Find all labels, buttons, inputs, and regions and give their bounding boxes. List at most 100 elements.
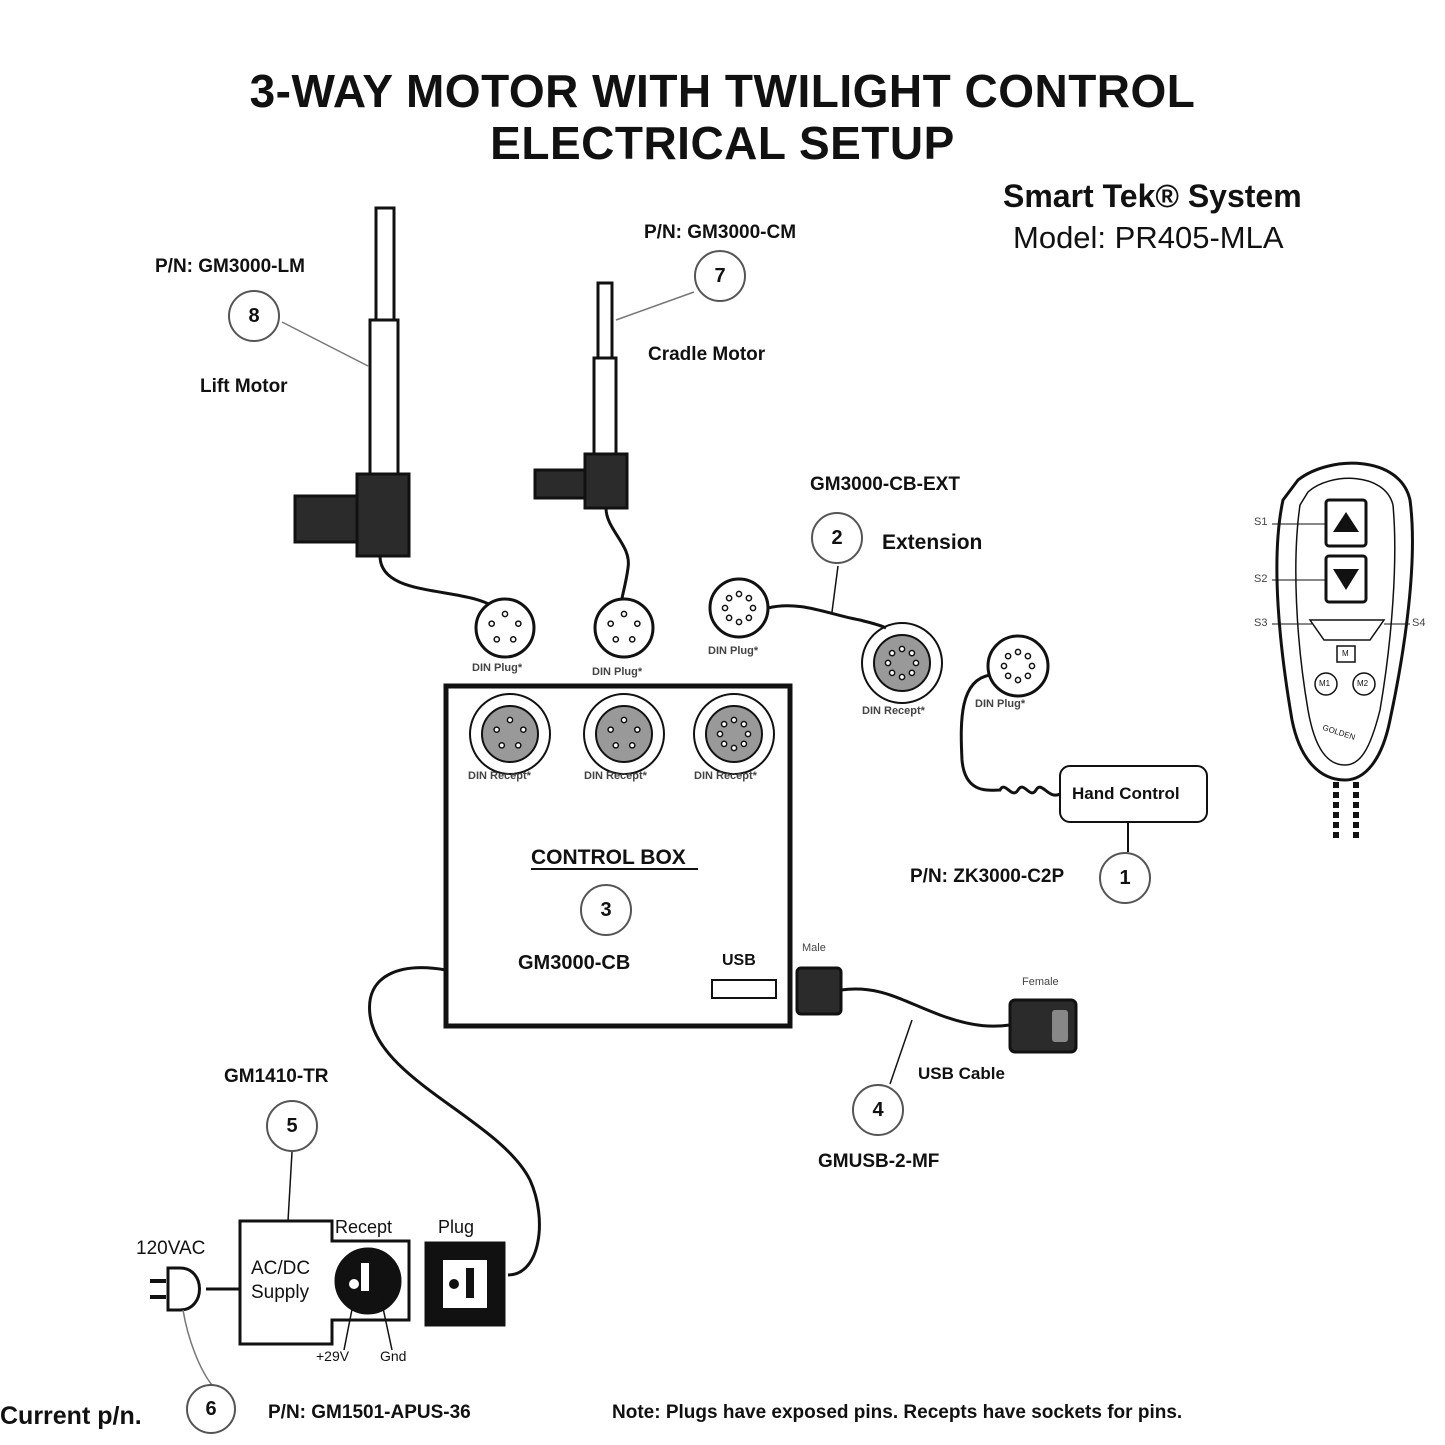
ground-label: Gnd (380, 1348, 407, 1364)
usb-male-label: Male (802, 942, 826, 954)
connector-pin (721, 604, 729, 612)
remote-m-button: M (1342, 649, 1349, 658)
connector-pin (612, 741, 620, 749)
remote-drawing (1272, 461, 1414, 840)
connector-pin (884, 659, 892, 667)
hand-control-pn: P/N: ZK3000-C2P (910, 866, 1065, 887)
callout-3: 3 (580, 884, 632, 936)
connector-pin (1000, 662, 1008, 670)
din-recept-label-3: DIN Recept* (694, 770, 757, 782)
hand-control-label: Hand Control (1072, 784, 1180, 803)
voltage-label: +29V (316, 1348, 350, 1364)
extension-label: Extension (882, 531, 983, 554)
connector-pin (506, 716, 514, 724)
remote-m2-button: M2 (1357, 679, 1369, 688)
din-recept-label-ext: DIN Recept* (862, 705, 925, 717)
connector-pin (908, 669, 916, 677)
control-box-pn: GM3000-CB (518, 952, 631, 974)
connector-pin (1004, 652, 1012, 660)
connector-pin (509, 635, 517, 643)
remote-m1-button: M1 (1319, 679, 1331, 688)
cradle-motor-pn: P/N: GM3000-CM (644, 222, 797, 243)
remote-s1-label: S1 (1254, 516, 1268, 528)
connector-pin (1014, 648, 1022, 656)
connector-pin (720, 720, 728, 728)
din-plug-label-3: DIN Plug* (708, 645, 759, 657)
lift-motor-pn: P/N: GM3000-LM (155, 256, 305, 277)
connector-pin (716, 730, 724, 738)
connector-pin (740, 720, 748, 728)
connector-pin (730, 716, 738, 724)
model-label: Model: PR405-MLA (1013, 220, 1284, 255)
remote-s4-label: S4 (1412, 617, 1426, 629)
connector-pin (501, 610, 509, 618)
diagram-subtitle: ELECTRICAL SETUP (490, 117, 955, 169)
connector-pin (1014, 676, 1022, 684)
callout-6: 6 (186, 1384, 236, 1434)
connector-pin (740, 740, 748, 748)
usb-female-label: Female (1022, 976, 1059, 988)
connector-pin (745, 614, 753, 622)
connector-pin (898, 645, 906, 653)
connector-pin (607, 620, 615, 628)
connector-pin (620, 610, 628, 618)
remote-s2-label: S2 (1254, 573, 1268, 585)
brand-label: Smart Tek® System (1003, 178, 1302, 214)
diagram-title: 3-WAY MOTOR WITH TWILIGHT CONTROL (249, 65, 1196, 117)
din-plug-label-4: DIN Plug* (975, 698, 1026, 710)
usb-cable-label: USB Cable (918, 1064, 1005, 1083)
din-plug-label-1: DIN Plug* (472, 662, 523, 674)
callout-8: 8 (228, 290, 280, 342)
recept-label: Recept (335, 1217, 393, 1237)
connector-pin (633, 726, 641, 734)
connector-pin (720, 740, 728, 748)
cradle-motor-label: Cradle Motor (648, 344, 766, 365)
connector-pin (1004, 672, 1012, 680)
ac-voltage-label: 120VAC (136, 1238, 206, 1259)
connector-pin (493, 635, 501, 643)
callout-5: 5 (266, 1100, 318, 1152)
supply-label-line2: Supply (251, 1282, 310, 1303)
remote-s3-label: S3 (1254, 617, 1268, 629)
usb-port-label: USB (722, 952, 756, 969)
connector-pin (908, 649, 916, 657)
callout-2: 2 (811, 512, 863, 564)
extension-pn: GM3000-CB-EXT (810, 474, 960, 495)
callout-4: 4 (852, 1084, 904, 1136)
connector-pin (735, 590, 743, 598)
lift-motor (281, 206, 499, 612)
footer-note: Note: Plugs have exposed pins. Recepts h… (612, 1402, 1183, 1423)
supply-label-line1: AC/DC (251, 1258, 311, 1279)
connector-pin (620, 716, 628, 724)
connector-pin (735, 618, 743, 626)
connector-pin (888, 649, 896, 657)
callout-7: 7 (694, 250, 746, 302)
connector-pin (725, 614, 733, 622)
usb-cable-pn: GMUSB-2-MF (818, 1151, 940, 1172)
connector-pin (633, 620, 641, 628)
connector-pin (888, 669, 896, 677)
din-recept-label-1: DIN Recept* (468, 770, 531, 782)
connector-pin (488, 620, 496, 628)
connector-pin (1024, 672, 1032, 680)
connector-pin (745, 594, 753, 602)
connector-pin (730, 744, 738, 752)
callout-1: 1 (1099, 852, 1151, 904)
connector-pin (514, 620, 522, 628)
connector-pin (514, 741, 522, 749)
lift-motor-label: Lift Motor (200, 376, 288, 397)
din-plug-label-2: DIN Plug* (592, 666, 643, 678)
control-box-label: CONTROL BOX (531, 846, 686, 869)
connector-pin (493, 726, 501, 734)
connector-pin (749, 604, 757, 612)
connector-pin (898, 673, 906, 681)
cradle-motor (533, 281, 695, 607)
connector-pin (498, 741, 506, 749)
connector-pin (607, 726, 615, 734)
current-pn-label: Current p/n. (0, 1402, 142, 1430)
connector-pin (612, 635, 620, 643)
connector-pin (744, 730, 752, 738)
connector-pin (628, 635, 636, 643)
din-recept-label-2: DIN Recept* (584, 770, 647, 782)
